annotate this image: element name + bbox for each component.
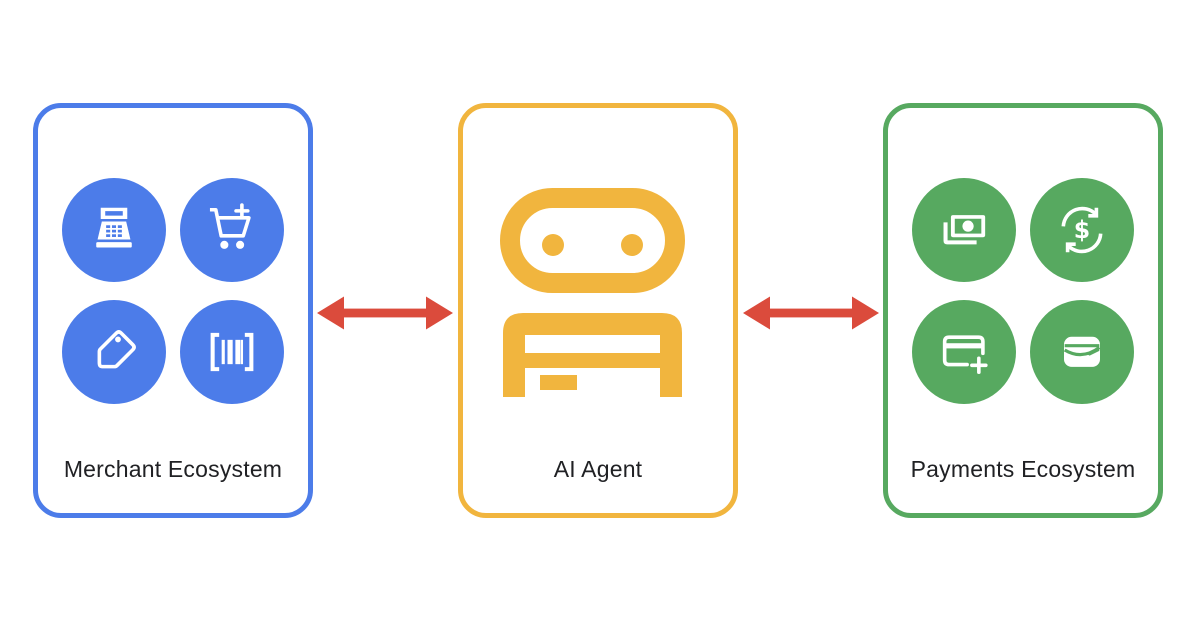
barcode-badge	[180, 300, 284, 404]
double-arrow-merchant-agent	[317, 296, 453, 330]
cash-register-badge	[62, 178, 166, 282]
price-tag-badge	[62, 300, 166, 404]
barcode-icon	[210, 332, 254, 372]
money-badge	[912, 178, 1016, 282]
payments-ecosystem-card: $ Payments Ecosystem	[883, 103, 1163, 518]
money-icon	[943, 215, 986, 245]
ai-agent-label: AI Agent	[553, 456, 643, 482]
merchant-ecosystem-label: Merchant Ecosystem	[63, 456, 283, 482]
payments-ecosystem-label: Payments Ecosystem	[910, 456, 1136, 482]
add-to-cart-badge	[180, 178, 284, 282]
robot-icon	[500, 188, 685, 397]
currency-exchange-icon: $	[1061, 206, 1103, 254]
add-card-badge	[912, 300, 1016, 404]
wallet-icon	[1063, 336, 1101, 367]
currency-exchange-badge: $	[1030, 178, 1134, 282]
merchant-ecosystem-card: Merchant Ecosystem	[33, 103, 313, 518]
add-card-icon	[942, 335, 988, 375]
ai-agent-card: AI Agent	[458, 103, 738, 518]
cash-register-icon	[96, 207, 132, 248]
add-shopping-cart-icon	[209, 203, 251, 249]
double-arrow-agent-payments	[743, 296, 879, 330]
price-tag-icon	[97, 330, 136, 369]
wallet-badge	[1030, 300, 1134, 404]
svg-text:$: $	[1074, 216, 1090, 244]
